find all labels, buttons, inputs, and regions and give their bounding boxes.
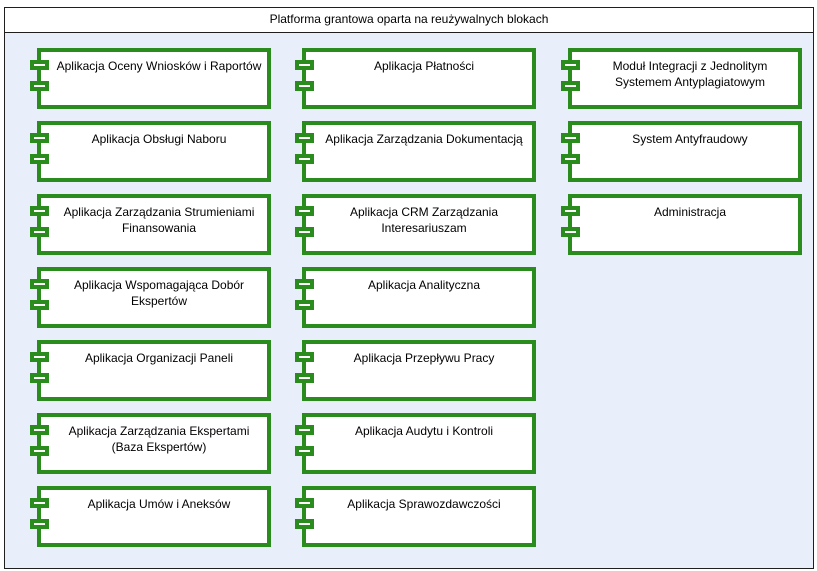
component-box: Aplikacja Wspomagająca Dobór Ekspertów bbox=[30, 267, 271, 328]
component-label: Aplikacja Płatności bbox=[373, 59, 475, 73]
component-label: Aplikacja Analityczna bbox=[367, 278, 481, 292]
component-port-icon bbox=[30, 206, 49, 216]
component-port-icon bbox=[30, 154, 49, 164]
component-port-icon bbox=[295, 154, 314, 164]
component-box: Aplikacja CRM Zarządzania Interesariusza… bbox=[295, 194, 536, 255]
component-box: Aplikacja Oceny Wniosków i Raportów bbox=[30, 48, 271, 109]
component-box: Aplikacja Organizacji Paneli bbox=[30, 340, 271, 401]
component-label: Aplikacja Organizacji Paneli bbox=[84, 351, 234, 365]
component-label: Aplikacja Umów i Aneksów bbox=[87, 497, 231, 511]
component-box: Aplikacja Zarządzania Dokumentacją bbox=[295, 121, 536, 182]
component-port-icon bbox=[295, 133, 314, 143]
component-port-icon bbox=[295, 352, 314, 362]
component-port-icon bbox=[30, 133, 49, 143]
component-box: Aplikacja Obsługi Naboru bbox=[30, 121, 271, 182]
component-label: Moduł Integracji z Jednolitym Systemem A… bbox=[612, 59, 768, 89]
component-label: Aplikacja Zarządzania Dokumentacją bbox=[325, 132, 523, 146]
component-box: Aplikacja Sprawozdawczości bbox=[295, 486, 536, 547]
component-port-icon bbox=[295, 425, 314, 435]
component-port-icon bbox=[561, 227, 580, 237]
component-port-icon bbox=[295, 279, 314, 289]
component-port-icon bbox=[295, 519, 314, 529]
component-port-icon bbox=[295, 227, 314, 237]
component-label: Aplikacja Obsługi Naboru bbox=[91, 132, 227, 146]
component-label: Aplikacja Zarządzania Ekspertami (Baza E… bbox=[68, 424, 250, 454]
component-port-icon bbox=[295, 300, 314, 310]
component-port-icon bbox=[30, 60, 49, 70]
component-port-icon bbox=[30, 227, 49, 237]
component-port-icon bbox=[30, 279, 49, 289]
component-label: System Antyfraudowy bbox=[632, 132, 748, 146]
component-port-icon bbox=[295, 373, 314, 383]
component-label: Aplikacja CRM Zarządzania Interesariusza… bbox=[349, 205, 499, 235]
component-box: Aplikacja Analityczna bbox=[295, 267, 536, 328]
component-port-icon bbox=[30, 446, 49, 456]
component-box: Aplikacja Zarządzania Ekspertami (Baza E… bbox=[30, 413, 271, 474]
component-box: System Antyfraudowy bbox=[561, 121, 802, 182]
component-box: Aplikacja Płatności bbox=[295, 48, 536, 109]
component-label: Aplikacja Audytu i Kontroli bbox=[354, 424, 494, 438]
component-port-icon bbox=[30, 81, 49, 91]
component-label: Administracja bbox=[653, 205, 727, 219]
component-port-icon bbox=[30, 373, 49, 383]
component-box: Aplikacja Audytu i Kontroli bbox=[295, 413, 536, 474]
component-label: Aplikacja Oceny Wniosków i Raportów bbox=[56, 59, 262, 73]
component-label: Aplikacja Wspomagająca Dobór Ekspertów bbox=[73, 278, 245, 308]
component-port-icon bbox=[295, 81, 314, 91]
frame-title: Platforma grantowa oparta na reużywalnyc… bbox=[5, 8, 813, 33]
component-label: Aplikacja Sprawozdawczości bbox=[347, 497, 501, 511]
component-box: Aplikacja Przepływu Pracy bbox=[295, 340, 536, 401]
component-port-icon bbox=[295, 60, 314, 70]
component-port-icon bbox=[561, 81, 580, 91]
component-box: Administracja bbox=[561, 194, 802, 255]
component-label: Aplikacja Przepływu Pracy bbox=[353, 351, 495, 365]
component-port-icon bbox=[30, 425, 49, 435]
component-port-icon bbox=[561, 154, 580, 164]
component-port-icon bbox=[30, 498, 49, 508]
component-box: Aplikacja Umów i Aneksów bbox=[30, 486, 271, 547]
component-port-icon bbox=[561, 133, 580, 143]
component-port-icon bbox=[561, 206, 580, 216]
component-label: Aplikacja Zarządzania Strumieniami Finan… bbox=[63, 205, 255, 235]
component-box: Moduł Integracji z Jednolitym Systemem A… bbox=[561, 48, 802, 109]
component-port-icon bbox=[295, 446, 314, 456]
component-port-icon bbox=[30, 352, 49, 362]
component-port-icon bbox=[295, 498, 314, 508]
component-box: Aplikacja Zarządzania Strumieniami Finan… bbox=[30, 194, 271, 255]
component-port-icon bbox=[295, 206, 314, 216]
component-port-icon bbox=[30, 300, 49, 310]
component-port-icon bbox=[30, 519, 49, 529]
component-port-icon bbox=[561, 60, 580, 70]
